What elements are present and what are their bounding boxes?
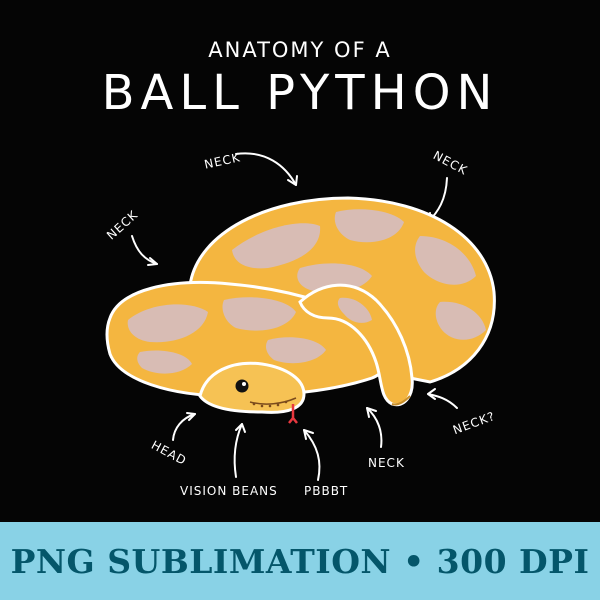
snake-body (105, 196, 496, 424)
arrow-pbbbt (303, 429, 321, 481)
snake-head (198, 361, 306, 414)
ball-python-illustration (105, 152, 496, 481)
label-pbbbt: PBBBT (304, 484, 349, 498)
label-vision-beans: VISION BEANS (180, 484, 278, 498)
arrow-neck-top (235, 152, 297, 186)
label-neck-bottom: NECK (368, 456, 405, 470)
arrow-neck-bottom (366, 407, 383, 448)
title-line-1: ANATOMY OF A (208, 38, 392, 62)
snake-eye (235, 379, 249, 393)
banner: PNG SUBLIMATION • 300 DPI (0, 522, 600, 600)
arrow-neck-left (131, 235, 158, 265)
arrow-head (172, 413, 196, 441)
arrow-vision (233, 423, 243, 478)
banner-text: PNG SUBLIMATION • 300 DPI (10, 541, 590, 581)
title-line-2: BALL PYTHON (101, 65, 499, 121)
snake-tongue (288, 404, 298, 424)
artwork-area: ANATOMY OF A BALL PYTHON (101, 38, 499, 498)
